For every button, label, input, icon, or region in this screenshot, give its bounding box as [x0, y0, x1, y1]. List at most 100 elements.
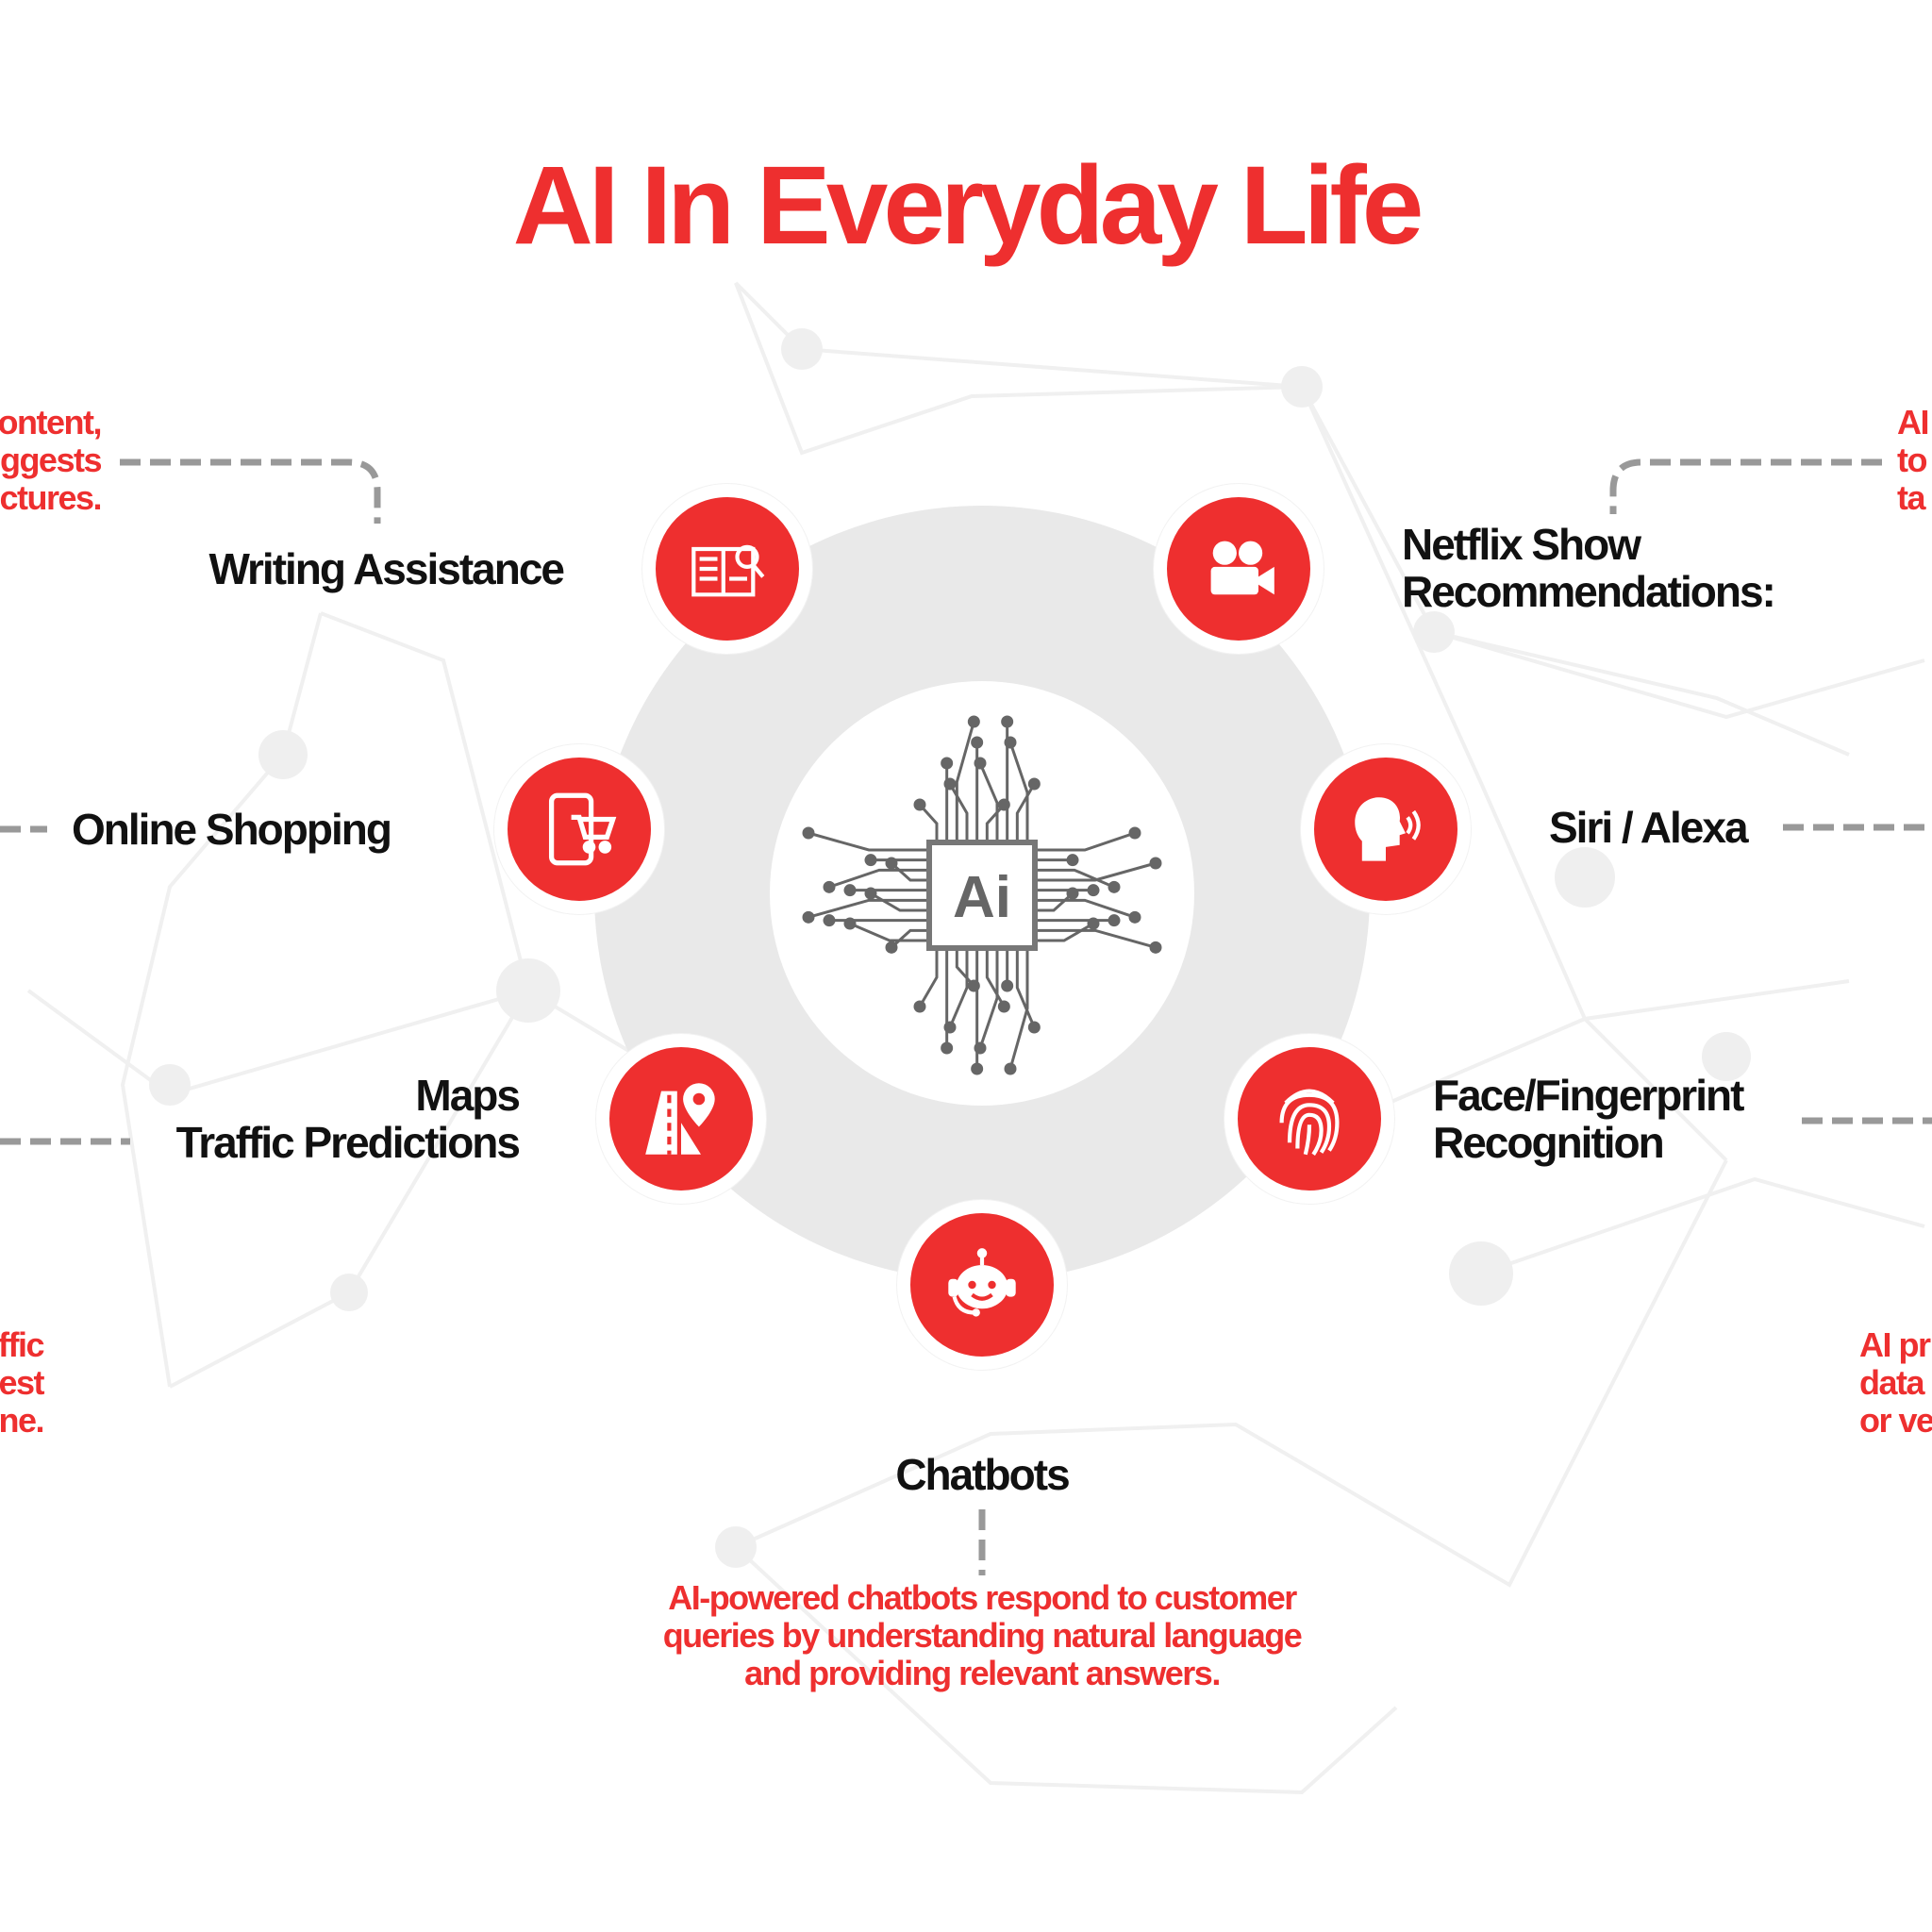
circuit-trace	[918, 948, 939, 1008]
circuit-node	[802, 826, 815, 840]
fingerprint-icon	[1279, 1089, 1340, 1156]
circuit-trace	[828, 868, 929, 889]
road-pin-icon	[645, 1083, 715, 1155]
circuit-node	[974, 757, 987, 770]
edge-line: ta	[1897, 478, 1926, 517]
edge-text-left-top: ontent, ggests ctures.	[0, 403, 103, 517]
description-line: queries by understanding natural languag…	[662, 1616, 1303, 1655]
edge-text-left-bottom: ffic est ne.	[0, 1325, 45, 1440]
writing-assistance-node[interactable]	[642, 484, 812, 654]
circuit-trace	[890, 861, 929, 882]
maps-traffic-label: Maps Traffic Predictions	[175, 1071, 521, 1167]
circuit-node	[1004, 736, 1017, 749]
circuit-node	[1027, 777, 1041, 791]
netflix-label-line: Recommendations:	[1402, 567, 1776, 616]
edge-line: AI pr	[1859, 1325, 1931, 1364]
film-camera-icon	[1210, 541, 1274, 595]
circuit-node	[823, 914, 836, 927]
description-line: AI-powered chatbots respond to customer	[668, 1578, 1297, 1617]
circuit-node	[971, 736, 984, 749]
netflix-node[interactable]	[1154, 484, 1324, 654]
circuit-trace	[1035, 861, 1157, 882]
edge-line: AI	[1897, 403, 1930, 441]
ai-chip-label: Ai	[953, 865, 1011, 930]
circuit-node	[971, 1062, 984, 1075]
description-line: and providing relevant answers.	[744, 1654, 1221, 1692]
circuit-node	[913, 1000, 926, 1013]
circuit-node	[1128, 826, 1141, 840]
face-fingerprint-label: Face/Fingerprint Recognition	[1433, 1071, 1744, 1167]
circuit-trace	[870, 891, 929, 912]
circuit-node	[1108, 914, 1121, 927]
robot-icon	[948, 1248, 1016, 1317]
circuit-trace	[1035, 831, 1136, 852]
edge-line: ggests	[0, 441, 103, 479]
circuit-node	[941, 757, 954, 770]
phone-cart-icon	[548, 792, 617, 866]
circuit-node	[1149, 941, 1162, 954]
circuit-node	[1087, 917, 1100, 930]
circuit-trace	[955, 721, 975, 842]
circuit-node	[864, 854, 877, 867]
circuit-node	[974, 1041, 987, 1055]
edge-line: ne.	[0, 1401, 45, 1440]
circuit-trace	[1015, 948, 1036, 1028]
circuit-trace	[849, 922, 929, 942]
edge-line: data	[1859, 1363, 1925, 1402]
circuit-trace	[948, 948, 969, 1028]
circuit-node	[802, 910, 815, 924]
edge-line: ctures.	[0, 478, 103, 517]
circuit-trace	[1035, 928, 1157, 949]
circuit-trace	[1008, 948, 1029, 1070]
circuit-node	[885, 941, 898, 954]
netflix-label-line: Netflix Show	[1402, 520, 1641, 569]
circuit-trace	[1035, 868, 1115, 889]
siri-alexa-node[interactable]	[1301, 744, 1471, 914]
maps-label-line: Maps	[415, 1071, 521, 1120]
edge-text-right-bottom: AI pr data or ve	[1859, 1326, 1932, 1440]
book-search-icon	[691, 544, 765, 597]
face-label-line: Recognition	[1433, 1118, 1665, 1167]
circuit-node	[1001, 715, 1014, 728]
circuit-trace	[918, 803, 939, 842]
circuit-trace	[1035, 891, 1074, 912]
speaking-head-icon	[1355, 797, 1421, 861]
face-label-line: Face/Fingerprint	[1433, 1071, 1744, 1120]
circuit-node	[1001, 979, 1014, 992]
circuit-node	[843, 917, 857, 930]
circuit-node	[967, 715, 980, 728]
circuit-node	[885, 857, 898, 870]
edge-line: to	[1897, 441, 1927, 479]
circuit-node	[1108, 880, 1121, 893]
online-shopping-label: Online Shopping	[72, 805, 392, 854]
edge-line: ontent,	[0, 403, 103, 441]
circuit-node	[1149, 857, 1162, 870]
circuit-node	[1027, 1021, 1041, 1034]
maps-label-line: Traffic Predictions	[175, 1118, 521, 1167]
circuit-node	[941, 1041, 954, 1055]
circuit-node	[1066, 887, 1079, 900]
circuit-node	[1004, 1062, 1017, 1075]
circuit-trace	[1008, 741, 1029, 842]
circuit-trace	[978, 762, 999, 842]
chatbot-node[interactable]	[897, 1200, 1067, 1370]
netflix-label: Netflix Show Recommendations:	[1402, 520, 1776, 616]
chatbots-label: Chatbots	[895, 1450, 1070, 1499]
online-shopping-node[interactable]	[494, 744, 664, 914]
page-title: AI In Everyday Life	[512, 143, 1424, 268]
circuit-node	[943, 777, 957, 791]
circuit-node	[1128, 910, 1141, 924]
face-fingerprint-node[interactable]	[1224, 1034, 1394, 1204]
edge-text-right-top: AI to ta	[1897, 403, 1930, 517]
circuit-trace	[1035, 898, 1136, 919]
edge-line: ffic	[0, 1325, 45, 1364]
maps-traffic-node[interactable]	[596, 1034, 766, 1204]
circuit-trace	[808, 898, 929, 919]
writing-assistance-label: Writing Assistance	[208, 544, 565, 593]
circuit-node	[997, 1000, 1010, 1013]
chatbots-description: AI-powered chatbots respond to customer …	[0, 1579, 1932, 1692]
edge-line: est	[0, 1363, 45, 1402]
